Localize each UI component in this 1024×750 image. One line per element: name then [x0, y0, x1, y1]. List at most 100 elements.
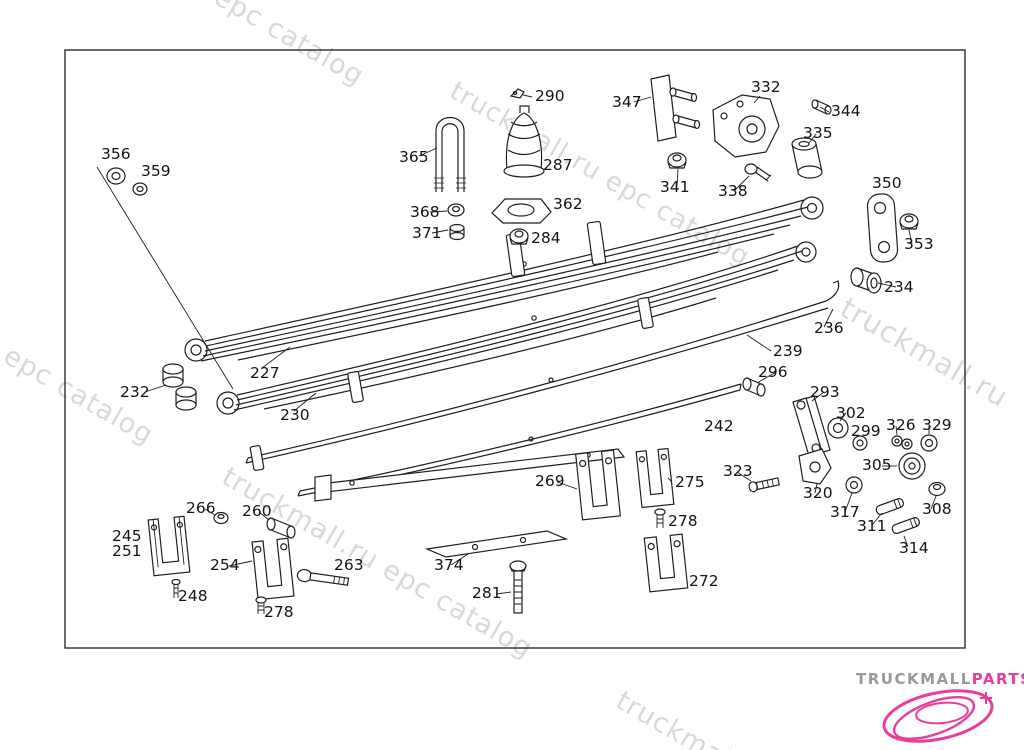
part-311-pin	[875, 498, 904, 516]
spring-clips	[249, 220, 654, 471]
part-305-disc	[898, 452, 926, 480]
part-254-bracket	[251, 537, 295, 601]
leaf-spring-230	[216, 241, 817, 415]
leader-lines	[144, 94, 937, 595]
part-368-nut	[447, 203, 465, 217]
part-label-245: 245	[112, 527, 142, 545]
part-275-bracket	[635, 447, 675, 509]
part-323-bolt	[748, 477, 781, 493]
part-label-242: 242	[704, 417, 734, 435]
part-314-pin	[891, 517, 920, 535]
suspension-drawing	[96, 74, 946, 614]
part-label-278: 278	[668, 512, 698, 530]
part-332-bracket	[712, 94, 780, 158]
logo-text: TRUCKMALLPARTS	[856, 670, 1024, 688]
part-label-272: 272	[689, 572, 719, 590]
part-label-368: 368	[410, 203, 440, 221]
part-320-bracket	[798, 448, 832, 485]
part-label-365: 365	[399, 148, 429, 166]
part-label-275: 275	[675, 473, 705, 491]
part-label-359: 359	[141, 162, 171, 180]
logo-swirl-icon	[882, 689, 994, 743]
part-263-bolt	[296, 568, 350, 586]
part-326-washers	[891, 435, 913, 450]
part-label-296: 296	[758, 363, 788, 381]
part-290-clip	[509, 88, 525, 99]
part-317-bushing	[845, 476, 863, 494]
part-308-nut	[928, 481, 946, 497]
part-374-plate	[424, 530, 569, 558]
part-label-305: 305	[862, 456, 892, 474]
part-281-bolt	[509, 560, 527, 614]
part-label-353: 353	[904, 235, 934, 253]
part-245-251-bracket	[147, 515, 191, 577]
part-label-350: 350	[872, 174, 902, 192]
part-label-281: 281	[472, 584, 502, 602]
part-299-washer	[852, 435, 868, 451]
part-338-bolt	[744, 163, 772, 182]
part-266-nut	[213, 511, 229, 525]
part-label-230: 230	[280, 406, 310, 424]
logo-text-gray: TRUCKMALL	[856, 670, 972, 688]
part-label-335: 335	[803, 124, 833, 142]
part-label-239: 239	[773, 342, 803, 360]
part-347-shackle-plate	[650, 74, 701, 142]
part-269-bracket	[574, 449, 622, 521]
part-label-311: 311	[857, 517, 887, 535]
part-287-bump-stop	[503, 105, 545, 178]
part-232-bushings	[162, 363, 197, 411]
part-label-227: 227	[250, 364, 280, 382]
part-label-317: 317	[830, 503, 860, 521]
part-234-bushing	[850, 267, 882, 294]
part-365-u-bolt	[434, 116, 466, 192]
construction-line	[96, 166, 234, 390]
part-label-332: 332	[751, 78, 781, 96]
part-label-287: 287	[543, 156, 573, 174]
part-label-290: 290	[535, 87, 565, 105]
part-label-344: 344	[831, 102, 861, 120]
watermark-text: truckmall.ru	[611, 685, 779, 750]
part-284-nut	[509, 228, 529, 245]
part-296-pin	[742, 377, 766, 397]
part-label-314: 314	[899, 539, 929, 557]
part-344-pin	[811, 99, 832, 115]
part-label-374: 374	[434, 556, 464, 574]
part-label-260: 260	[242, 502, 272, 520]
part-label-326: 326	[886, 416, 916, 434]
part-label-251: 251	[112, 542, 142, 560]
part-278-bolt-right	[654, 508, 666, 528]
brand-logo: TRUCKMALLPARTS	[856, 670, 1024, 743]
part-label-254: 254	[210, 556, 240, 574]
part-label-263: 263	[334, 556, 364, 574]
watermark-text: truckmall.ru	[835, 291, 1015, 414]
helper-spring-239	[245, 280, 840, 464]
part-label-362: 362	[553, 195, 583, 213]
part-353-nut	[899, 213, 919, 230]
watermark-text: epc catalog	[209, 0, 370, 92]
part-label-338: 338	[718, 182, 748, 200]
part-label-371: 371	[412, 224, 442, 242]
part-label-341: 341	[660, 178, 690, 196]
part-341-nut	[667, 152, 687, 169]
part-329-washer	[920, 434, 938, 452]
part-label-356: 356	[101, 145, 131, 163]
part-278-bolt-left	[255, 596, 267, 614]
part-label-284: 284	[531, 229, 561, 247]
part-356-washer	[106, 167, 126, 185]
part-label-323: 323	[723, 462, 753, 480]
part-302-bushing	[827, 417, 849, 439]
part-248-bolt	[171, 578, 181, 598]
part-label-236: 236	[814, 319, 844, 337]
part-272-bracket	[643, 533, 689, 593]
diagram-border	[64, 49, 966, 649]
part-359-nut	[132, 182, 148, 196]
part-label-278: 278	[264, 603, 294, 621]
part-label-266: 266	[186, 499, 216, 517]
part-label-293: 293	[810, 383, 840, 401]
support-bar	[314, 448, 626, 502]
part-label-248: 248	[178, 587, 208, 605]
part-335-bushing	[791, 137, 823, 179]
